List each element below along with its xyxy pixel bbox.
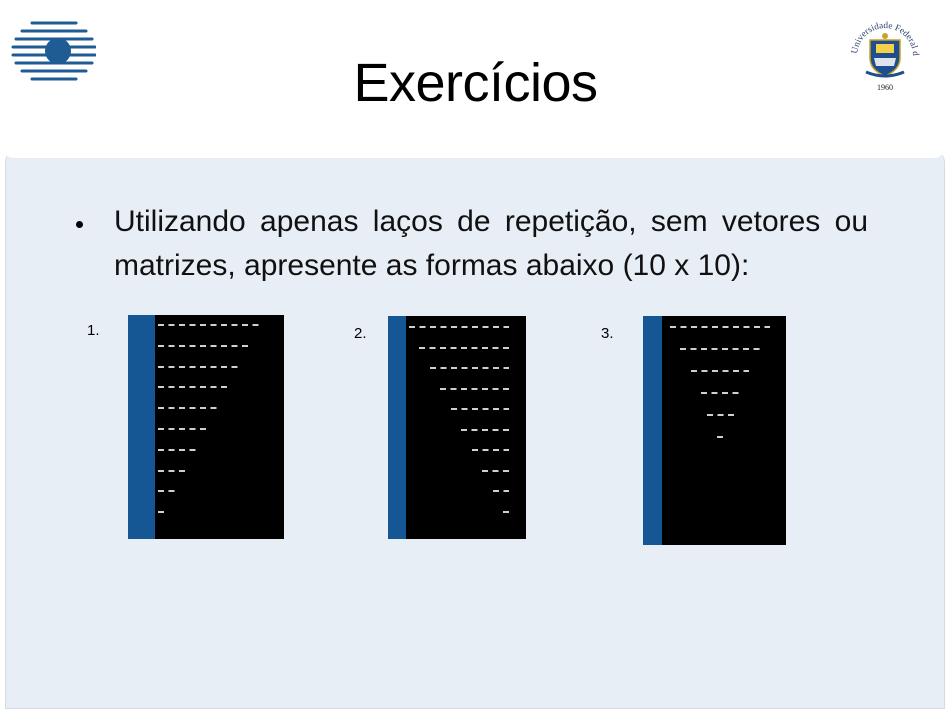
dash-row — [158, 428, 206, 430]
dash-row — [471, 449, 509, 451]
terminal-bar — [643, 316, 662, 545]
dash-row — [482, 469, 509, 472]
ufsm-seal-icon: Universidade Federal de Santa Maria 1960 — [842, 6, 924, 99]
dash-row — [158, 511, 164, 514]
dash-row — [158, 448, 196, 451]
dash-row — [669, 326, 771, 328]
dash-row — [158, 344, 248, 347]
svg-text:1960: 1960 — [877, 83, 893, 92]
dash-row — [492, 490, 509, 492]
dash-row — [419, 346, 509, 349]
terminal-figure-3 — [643, 316, 786, 545]
terminal-bar — [128, 315, 155, 539]
terminal-figure-2 — [388, 316, 526, 539]
bullet-icon — [76, 221, 83, 228]
dash-row — [450, 408, 509, 410]
dash-row — [461, 428, 509, 431]
dash-row — [158, 365, 238, 368]
dash-row — [158, 469, 185, 472]
terminal-bar — [388, 316, 406, 539]
dash-row — [158, 490, 175, 493]
slide-title: Exercícios — [353, 53, 598, 113]
slide-header — [5, 0, 943, 159]
dash-row — [701, 392, 739, 394]
figure-number-1: 1. — [87, 322, 100, 339]
dash-row — [408, 326, 509, 328]
figure-number-3: 3. — [601, 325, 614, 342]
dash-row — [440, 387, 509, 390]
dash-row — [503, 510, 509, 513]
dash-row — [680, 348, 760, 350]
dash-row — [429, 367, 509, 369]
institute-logo-icon — [10, 20, 97, 89]
figure-number-2: 2. — [354, 325, 367, 342]
terminal-figure-1 — [128, 315, 284, 539]
dash-row — [706, 414, 734, 416]
bullet-text: Utilizando apenas laços de repetição, se… — [114, 205, 868, 282]
dash-row — [717, 436, 723, 438]
dash-row — [158, 407, 217, 410]
dash-row — [690, 370, 750, 372]
dash-row — [158, 386, 227, 389]
dash-row — [158, 324, 259, 326]
